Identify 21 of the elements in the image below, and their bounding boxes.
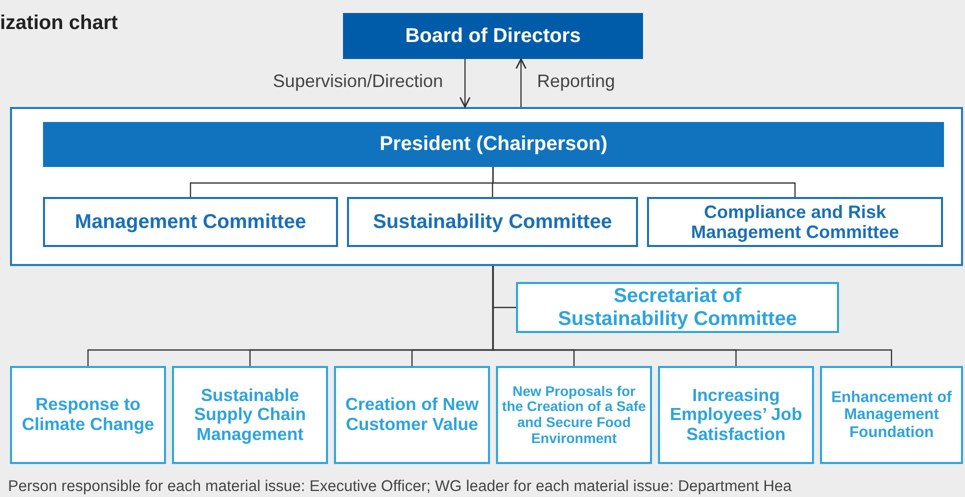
issue-box: Increasing Employees’ Job Satisfaction (658, 366, 814, 464)
committee-box: Management Committee (43, 197, 338, 247)
issue-box: New Proposals for the Creation of a Safe and Secure Food Environment (496, 366, 652, 464)
org-box: President (Chairperson) (43, 122, 944, 167)
committee-box: Compliance and Risk Management Committee (647, 197, 943, 247)
org-box: Secretariat of Sustainability Committee (516, 282, 839, 333)
connector-line (492, 266, 892, 366)
group-frame (10, 107, 963, 266)
issue-box: Creation of New Customer Value (334, 366, 490, 464)
arrow (515, 58, 527, 107)
issue-box: Sustainable Supply Chain Management (172, 366, 328, 464)
connector-line (492, 167, 796, 197)
issue-box: Enhancement of Management Foundation (820, 366, 963, 464)
arrow (459, 59, 471, 108)
footnote: Person responsible for each material issue: Executive Officer; WG leader for each material issue: Department Hea (8, 478, 792, 496)
committee-box: Sustainability Committee (347, 197, 638, 247)
issue-box: Response to Climate Change (10, 366, 166, 464)
edge-label: Supervision/Direction (272, 71, 443, 92)
chart-title: ization chart (0, 12, 118, 35)
org-box: Board of Directors (343, 13, 643, 59)
edge-label: Reporting (537, 71, 616, 92)
